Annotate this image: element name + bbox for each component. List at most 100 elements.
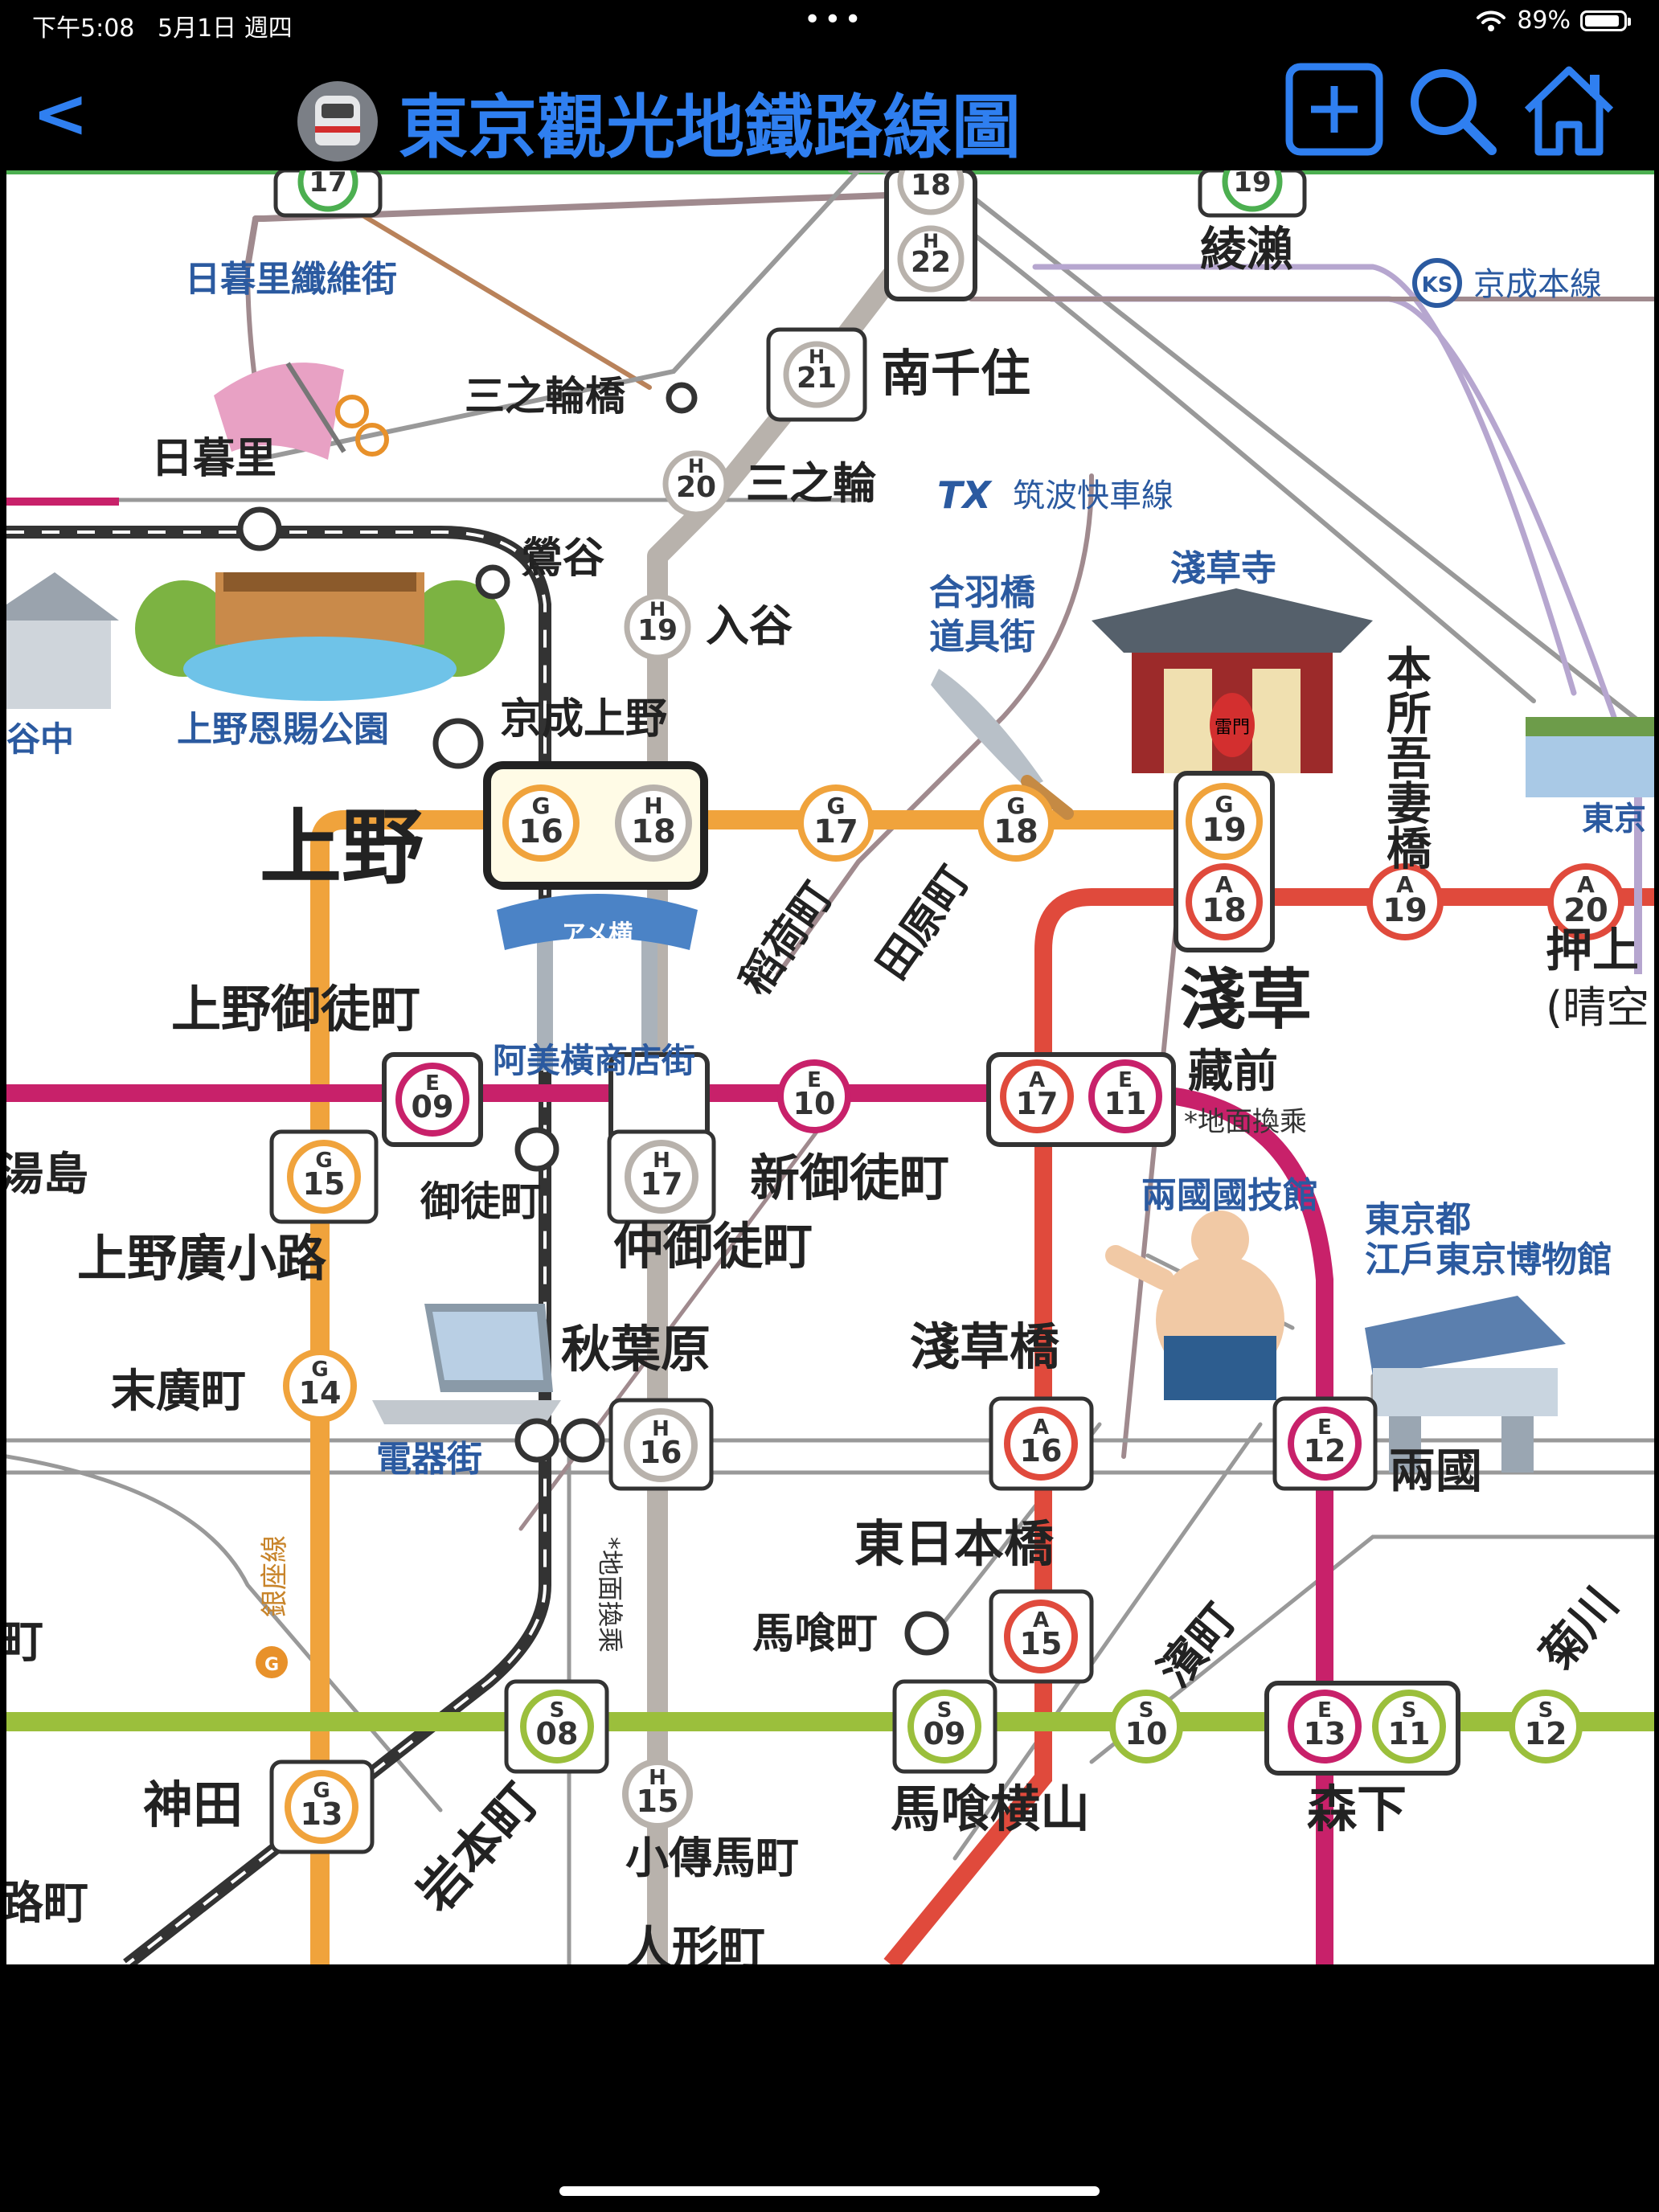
marker-h18-top: H18 — [897, 170, 965, 215]
svg-text:S: S — [1402, 1698, 1417, 1722]
station-ueno-okachimachi: 上野御徒町 — [171, 980, 420, 1038]
ginza-line — [310, 810, 1228, 1964]
marker-e13: E13 — [1288, 1690, 1362, 1763]
search-button[interactable] — [1402, 61, 1501, 158]
landmark-sensoji: 淺草寺 — [1170, 548, 1276, 589]
wifi-icon — [1477, 10, 1506, 31]
marker-g16: G16 — [502, 784, 580, 862]
station-uguisudani: 鶯谷 — [521, 535, 604, 583]
station-honjo-azumabashi: 本所吾妻橋 — [1379, 645, 1432, 870]
svg-text:11: 11 — [1388, 1716, 1431, 1751]
landmark-nippori-textile: 日暮里纖維街 — [185, 259, 397, 300]
svg-text:E: E — [1317, 1415, 1332, 1440]
svg-text:18: 18 — [1202, 892, 1247, 929]
sensoji-lantern-text: 雷門 — [1215, 718, 1250, 738]
home-indicator[interactable] — [559, 2186, 1100, 2196]
svg-text:H: H — [649, 598, 666, 621]
note-transfer-kuramae: *地面換乘 — [1184, 1106, 1307, 1138]
asakusa-line — [883, 888, 1654, 1964]
svg-text:A: A — [1033, 1415, 1049, 1440]
station-ryogoku: 兩國 — [1389, 1444, 1482, 1498]
svg-text:A: A — [1577, 871, 1595, 898]
home-icon — [1524, 66, 1614, 156]
subway-map[interactable]: 雷門 アメ横 — [6, 170, 1654, 1964]
ameyoko-gate-illustration: アメ横 — [497, 894, 698, 1071]
svg-text:19: 19 — [1233, 170, 1271, 199]
svg-text:20: 20 — [1563, 892, 1608, 929]
svg-text:16: 16 — [518, 813, 563, 850]
marker-s10: S10 — [1109, 1690, 1183, 1763]
note-ginza-line: 銀座線 — [259, 1535, 291, 1617]
marker-h20: H20 — [662, 450, 730, 518]
svg-text:H: H — [649, 1766, 666, 1790]
title-area: 東京觀光地鐵路線圖 — [297, 71, 1021, 171]
marker-h17: H17 — [607, 1129, 716, 1224]
battery-icon — [1580, 10, 1631, 31]
marker-h16: H16 — [608, 1398, 714, 1491]
svg-text:H: H — [809, 346, 825, 368]
station-kanda: 神田 — [143, 1776, 243, 1834]
map-notes: *地面換乘 *地面換乘 銀座線 TX 筑波快車線 KS 京成本線 — [259, 258, 1602, 1653]
marker-a15: A15 — [989, 1589, 1094, 1684]
station-minowa: 三之輪 — [746, 458, 876, 509]
nav-bar: < 東京觀光地鐵路線圖 — [0, 47, 1659, 170]
marker-h22: H22 — [897, 225, 965, 293]
svg-text:G: G — [264, 1655, 279, 1675]
svg-text:10: 10 — [793, 1086, 836, 1121]
plus-square-icon — [1285, 63, 1383, 156]
marker-g14: G14 — [283, 1349, 357, 1423]
marker-g17: G17 — [797, 784, 875, 862]
marker-a18: A18 — [1186, 863, 1263, 940]
marker-s09: S09 — [892, 1679, 997, 1774]
ks-logo: KS — [1422, 273, 1453, 297]
svg-text:18: 18 — [631, 813, 676, 850]
svg-text:15: 15 — [1020, 1626, 1063, 1661]
svg-text:H: H — [923, 170, 939, 175]
station-michi1: 町 — [6, 1616, 43, 1669]
svg-text:09: 09 — [412, 1089, 454, 1124]
svg-text:G: G — [532, 793, 551, 819]
multitask-dots[interactable]: ••• — [804, 3, 865, 36]
home-button[interactable] — [1519, 61, 1619, 158]
station-michi2: 路町 — [6, 1878, 88, 1930]
station-asakusabashi: 淺草橋 — [910, 1317, 1060, 1376]
landmark-labels: 日暮里纖維街 上野恩賜公園 阿美橫商店街 合羽橋 道具街 淺草寺 兩國國技館 東… — [177, 259, 1612, 1480]
station-morishita: 森下 — [1307, 1780, 1407, 1838]
svg-text:17: 17 — [813, 813, 858, 850]
landmark-ueno-park: 上野恩賜公園 — [177, 709, 389, 750]
add-button[interactable] — [1284, 61, 1384, 158]
jr-station-dots — [237, 382, 949, 1656]
svg-text:H: H — [923, 230, 939, 252]
status-right: 89% — [1475, 6, 1631, 35]
back-button[interactable]: < — [32, 74, 89, 153]
note-transfer-akiba: *地面換乘 — [595, 1537, 625, 1653]
station-akihabara: 秋葉原 — [561, 1320, 711, 1378]
map-svg[interactable]: 雷門 アメ横 — [6, 170, 1654, 1964]
station-shin-okachimachi: 新御徒町 — [750, 1149, 949, 1207]
station-keisei-ueno: 京成上野 — [500, 695, 667, 743]
svg-text:A: A — [1396, 871, 1414, 898]
landmark-kokugikan: 兩國國技館 — [1141, 1175, 1318, 1216]
marker-h19: H19 — [624, 593, 691, 661]
svg-text:G: G — [1215, 791, 1234, 817]
station-kodemmacho: 小傳馬町 — [625, 1833, 799, 1883]
station-higashi-nihombashi: 東日本橋 — [854, 1514, 1055, 1573]
marker-ginza-small: G — [256, 1646, 288, 1678]
station-inaricho: 稻荷町 — [731, 874, 842, 1004]
station-building-illustration — [6, 572, 119, 709]
marker-g19-top: 19 — [1198, 170, 1307, 218]
station-hamacho: 濱町 — [1149, 1594, 1247, 1697]
landmark-edo-museum-1: 東京都 — [1365, 1199, 1471, 1240]
station-okachimachi: 御徒町 — [420, 1178, 541, 1225]
marker-g18: G18 — [977, 784, 1055, 862]
train-icon — [297, 80, 378, 162]
edo-museum-illustration — [1365, 1296, 1566, 1473]
marker-h21: H21 — [766, 327, 867, 422]
marker-a17: A17 — [1000, 1059, 1074, 1133]
svg-text:G: G — [313, 1779, 330, 1803]
laptop-illustration — [372, 1304, 561, 1424]
marker-h15: H15 — [622, 1759, 693, 1829]
svg-text:13: 13 — [1304, 1716, 1346, 1751]
svg-text:A: A — [1029, 1068, 1045, 1092]
svg-text:19: 19 — [637, 614, 678, 647]
